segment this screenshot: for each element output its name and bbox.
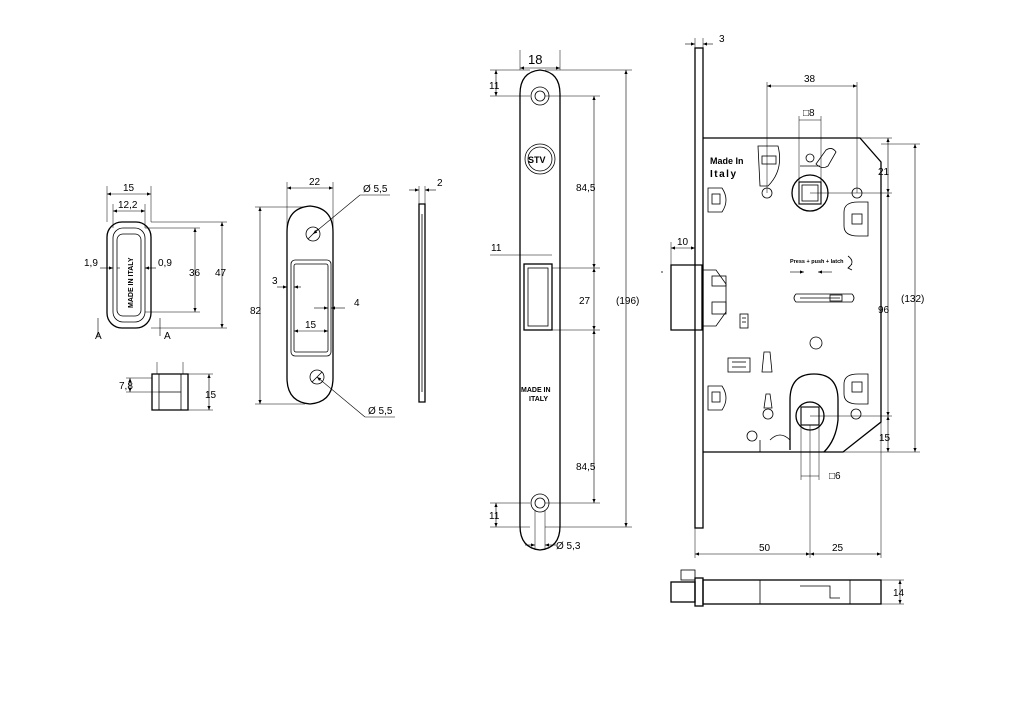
strike-plate-front: 22 Ø 5,5 Ø 5,5 82 3 4 15 xyxy=(250,177,395,418)
dim-lock-top-offset: 21 xyxy=(878,167,890,178)
lock-body-bottom: 14 xyxy=(670,569,905,607)
strike-box-section: 7,8 15 xyxy=(119,362,217,411)
dim-faceplate-latch-height: 27 xyxy=(579,296,591,307)
dim-lock-plate-thickness: 3 xyxy=(719,34,725,45)
faceplate-italy: ITALY xyxy=(529,396,548,403)
dim-faceplate-hole-dia: Ø 5,3 xyxy=(556,541,581,552)
dim-plate-hole-bottom: Ø 5,5 xyxy=(368,406,393,417)
dim-faceplate-width: 18 xyxy=(528,52,542,67)
dim-lock-case-height: (132) xyxy=(901,294,924,305)
section-label-left: A xyxy=(95,331,102,342)
strike-box-front: MADE IN ITALY A A 15 12,2 1,9 0,9 36 47 xyxy=(84,183,227,342)
dim-box-width-outer: 15 xyxy=(123,183,135,194)
strike-plate-side: 2 xyxy=(409,178,443,403)
lock-italy: Italy xyxy=(710,169,738,180)
dim-faceplate-lower: 84,5 xyxy=(576,462,596,473)
dim-lock-bottom-offset: 15 xyxy=(879,433,891,444)
made-in-italy-marking-rotated: MADE IN ITALY xyxy=(128,257,135,308)
dim-lock-cylinder-square: □6 xyxy=(829,471,841,482)
dim-plate-height: 82 xyxy=(250,306,262,317)
press-push-latch-text: Press + push + latch xyxy=(790,259,844,265)
dim-plate-slot-offset: 4 xyxy=(354,298,360,309)
dim-plate-thickness: 2 xyxy=(437,178,443,189)
dim-box-inner-height: 36 xyxy=(189,268,201,279)
dim-box-side-depth-top: 7,8 xyxy=(119,381,133,392)
dim-faceplate-total: (196) xyxy=(616,296,639,307)
dim-plate-width: 22 xyxy=(309,177,321,188)
dim-plate-left-offset: 3 xyxy=(272,276,278,287)
dim-lock-spindle-square: □8 xyxy=(803,108,815,119)
faceplate-front: STV MADE IN ITALY 18 11 11 84,5 27 84,5 xyxy=(489,50,639,552)
dim-box-side-depth: 15 xyxy=(205,390,217,401)
dim-faceplate-upper: 84,5 xyxy=(576,183,596,194)
stv-logo: STV xyxy=(528,155,546,165)
dim-plate-slot-width: 15 xyxy=(305,320,317,331)
dim-lock-body-height: 96 xyxy=(878,305,890,316)
faceplate-made-in: MADE IN xyxy=(521,387,551,394)
dim-lock-latch-projection: 10 xyxy=(677,237,689,248)
dim-box-width-inner: 12,2 xyxy=(118,200,138,211)
dim-lock-spindle-distance: 38 xyxy=(804,74,816,85)
dim-lock-backset-to-edge: 25 xyxy=(832,543,844,554)
lock-body-dimensions: 3 38 □8 21 96 15 (132) 10 xyxy=(670,34,924,558)
dim-lock-body-thickness: 14 xyxy=(893,588,905,599)
lock-body-front: Made In Italy Press + push + latch xyxy=(661,47,882,529)
dim-faceplate-top-hole: 11 xyxy=(489,81,500,92)
lock-made-in: Made In xyxy=(710,156,744,166)
dim-box-total-height: 47 xyxy=(215,268,227,279)
dim-faceplate-bottom-hole: 11 xyxy=(489,511,500,522)
dim-plate-hole-top: Ø 5,5 xyxy=(363,184,388,195)
section-label-right: A xyxy=(164,331,171,342)
dim-faceplate-latch-offset: 11 xyxy=(491,243,502,254)
dim-lock-backset: 50 xyxy=(759,543,771,554)
dim-box-right-wall: 0,9 xyxy=(158,258,172,269)
dim-box-left-wall: 1,9 xyxy=(84,258,98,269)
